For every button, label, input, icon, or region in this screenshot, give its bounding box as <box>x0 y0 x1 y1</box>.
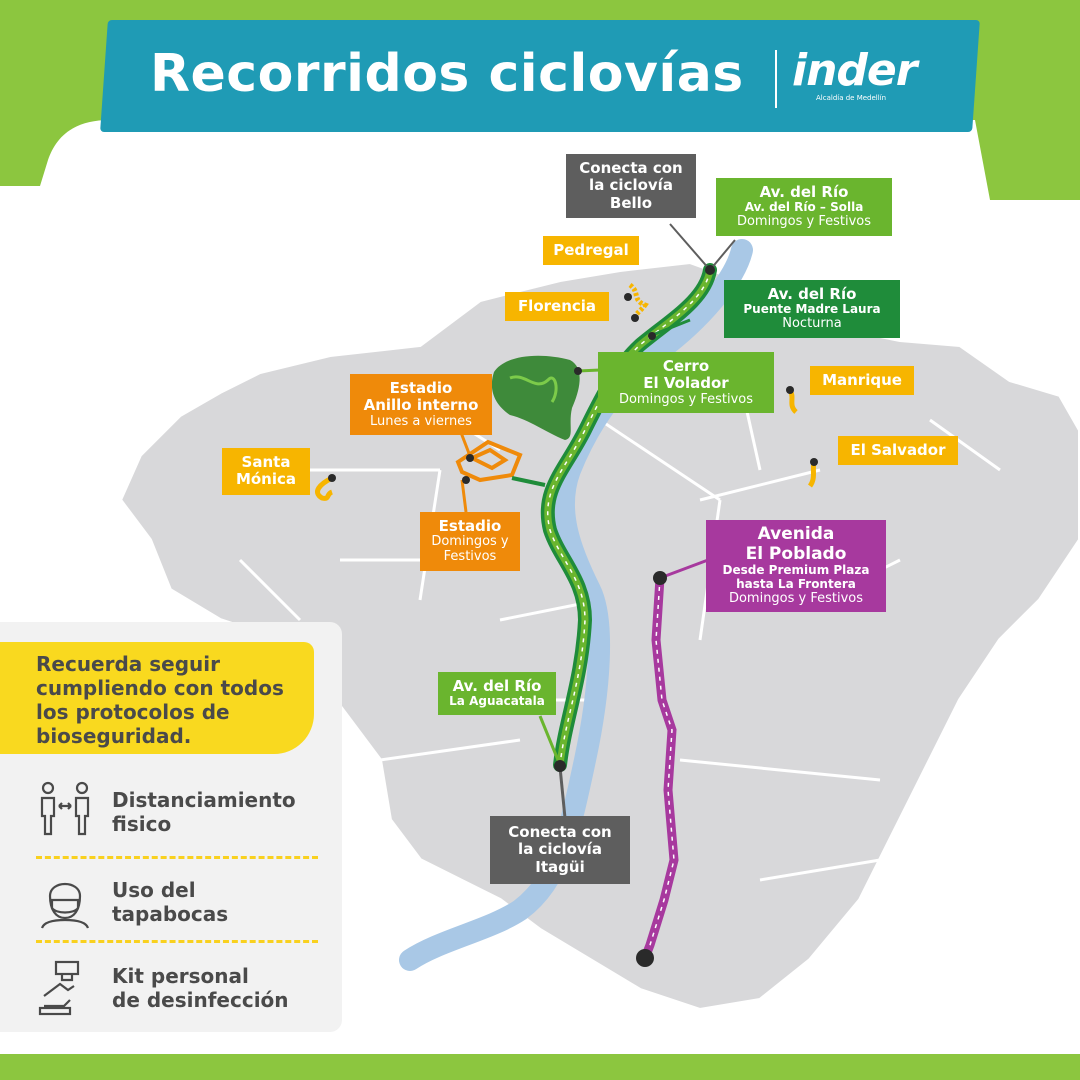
page-title: Recorridos ciclovías <box>150 44 744 104</box>
route-el-poblado-dash <box>644 577 675 959</box>
route-estadio-anillo <box>455 439 523 483</box>
inder-logo: inder Alcaldía de Medellín <box>792 45 917 103</box>
brand-subtitle: Alcaldía de Medellín <box>816 94 887 102</box>
label-av-del-rio-aguacatala: Av. del Río La Aguacatala <box>438 672 556 716</box>
title-divider <box>775 50 777 108</box>
label-pedregal: Pedregal <box>543 236 639 266</box>
label-manrique: Manrique <box>810 366 914 396</box>
protocol-distancing-label: Distanciamiento fisico <box>112 788 296 836</box>
pointer-madre-laura <box>649 318 691 338</box>
label-el-salvador: El Salvador <box>838 436 958 466</box>
label-conecta-itagui: Conecta con la ciclovía Itagüi <box>490 816 630 884</box>
label-cerro-el-volador: Cerro El Volador Domingos y Festivos <box>598 352 774 414</box>
river <box>399 239 753 971</box>
label-av-del-rio-madre-laura: Av. del Río Puente Madre Laura Nocturna <box>724 280 900 338</box>
route-estadio-connector <box>511 476 546 487</box>
divider <box>36 856 318 859</box>
label-estadio: Estadio Domingos y Festivos <box>420 512 520 572</box>
reminder-text: Recuerda seguir cumpliendo con todos los… <box>36 652 284 748</box>
bottom-green-bar <box>0 1054 1080 1080</box>
brand-name: inder <box>792 45 917 96</box>
pointer-bello <box>669 223 736 271</box>
protocol-kit-label: Kit personal de desinfección <box>112 964 289 1012</box>
pointer-aguacatala <box>538 715 562 766</box>
label-florencia: Florencia <box>505 292 609 322</box>
pointer-itagui <box>558 766 567 819</box>
protocol-mask-label: Uso del tapabocas <box>112 878 229 926</box>
route-endpoints <box>328 265 818 967</box>
label-av-del-rio-solla: Av. del Río Av. del Río – Solla Domingos… <box>716 178 892 236</box>
disinfection-kit-icon <box>38 960 80 1016</box>
route-av-del-rio-dash <box>547 269 711 766</box>
cerro-el-volador-trail <box>509 375 558 403</box>
route-santa-monica <box>315 475 334 501</box>
label-conecta-bello: Conecta con la ciclovía Bello <box>566 154 696 218</box>
label-avenida-el-poblado: Avenida El Poblado Desde Premium Plaza h… <box>706 520 886 612</box>
label-estadio-anillo-interno: Estadio Anillo interno Lunes a viernes <box>350 374 492 436</box>
pointer-estadio <box>460 479 468 513</box>
reminder-banner <box>0 642 314 754</box>
label-santa-monica: Santa Mónica <box>222 448 310 495</box>
pointer-poblado <box>659 558 709 580</box>
distancing-icon <box>40 781 90 836</box>
face-mask-icon <box>40 882 90 929</box>
divider <box>36 940 318 943</box>
